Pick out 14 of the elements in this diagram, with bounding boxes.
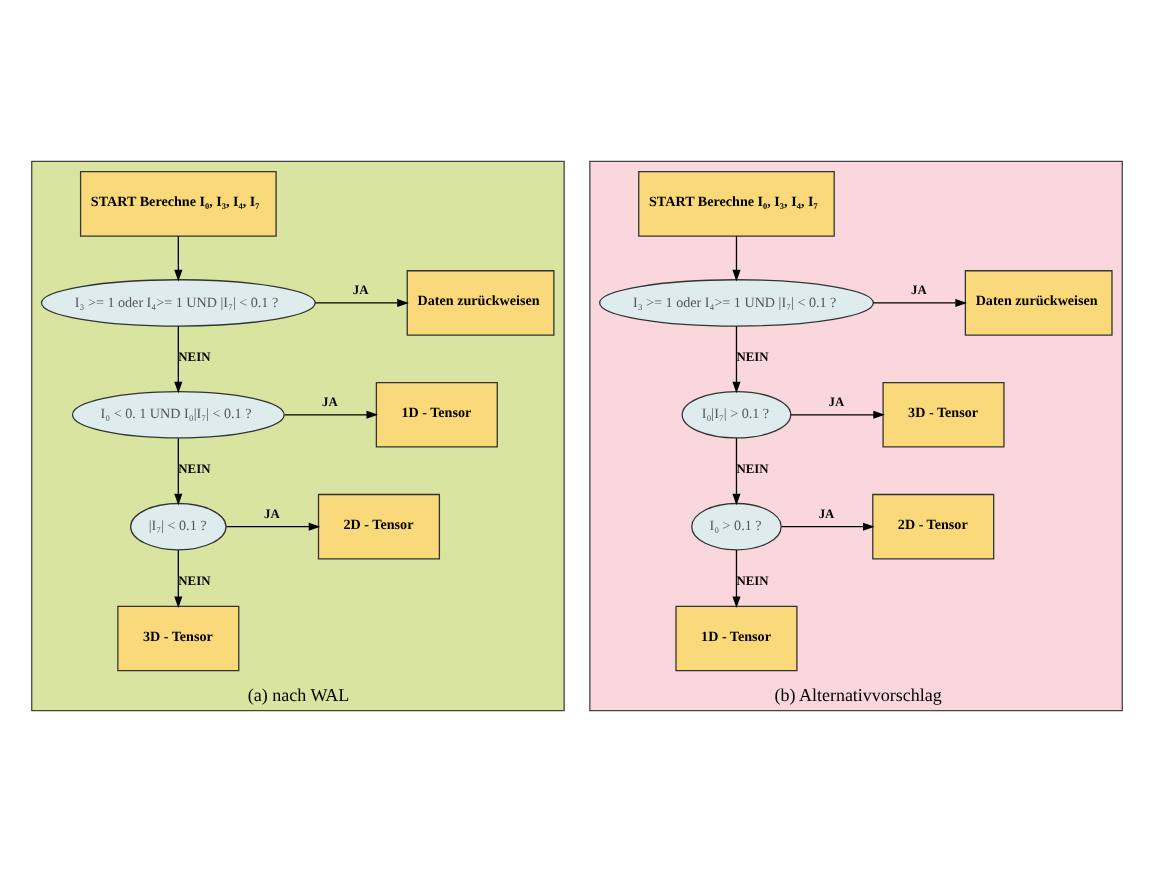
- arrow: [790, 410, 885, 419]
- arrow: [174, 325, 183, 394]
- arrow: [872, 298, 967, 307]
- arrow: [732, 549, 741, 608]
- arrow: [732, 437, 741, 506]
- arrow: [283, 410, 379, 419]
- arrow: [780, 522, 875, 531]
- arrow: [174, 549, 183, 608]
- arrow: [314, 298, 409, 307]
- arrow: [225, 522, 321, 531]
- arrow: [732, 235, 741, 282]
- arrow: [174, 235, 183, 282]
- arrow: [732, 325, 741, 394]
- arrow: [174, 437, 183, 506]
